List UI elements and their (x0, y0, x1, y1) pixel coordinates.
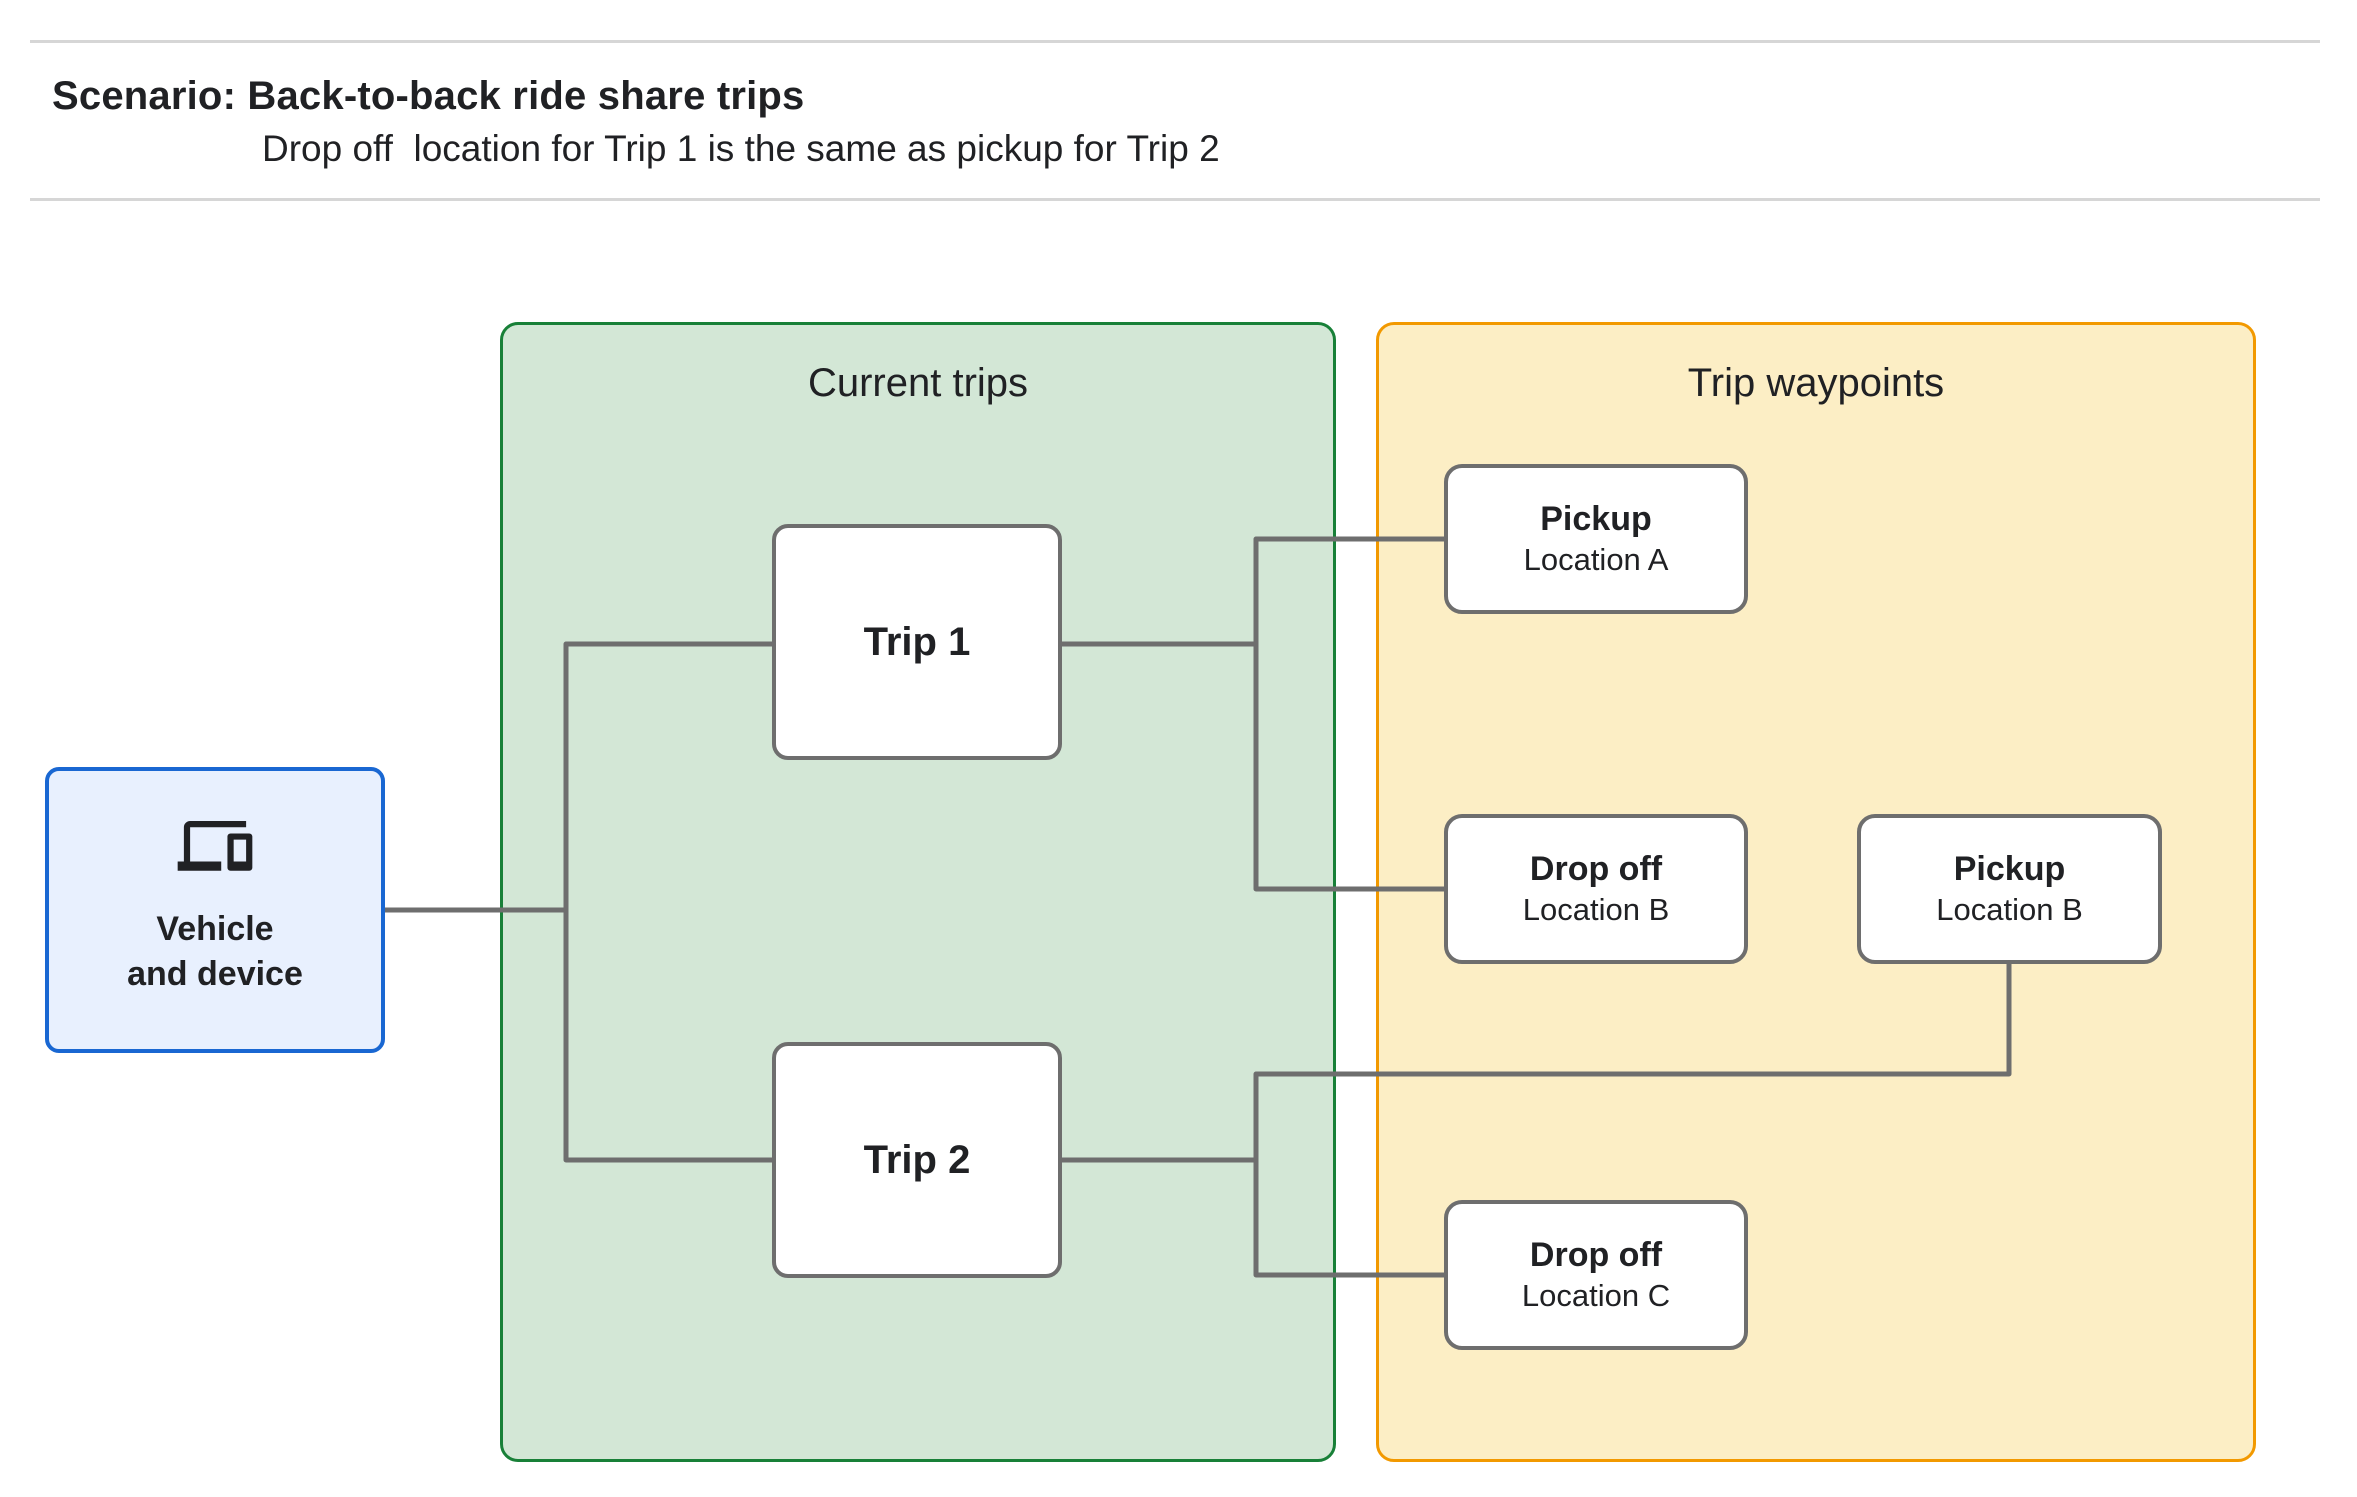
dropoff-b-title: Drop off (1529, 850, 1663, 888)
trip-waypoints-title: Trip waypoints (1687, 361, 1945, 405)
pickup-location-a-node: Pickup Location A (1444, 464, 1748, 614)
vehicle-and-device-node: Vehicle and device (45, 767, 385, 1053)
page-subtitle: Drop off location for Trip 1 is the same… (262, 128, 1220, 169)
pickup-b-title: Pickup (1953, 850, 2066, 888)
dropoff-c-location: Location C (1521, 1278, 1671, 1313)
trip1-node: Trip 1 (772, 524, 1062, 760)
pickup-b-location: Location B (1936, 892, 2083, 927)
devices-icon (175, 821, 255, 877)
pickup-location-b-node: Pickup Location B (1857, 814, 2162, 964)
header-bottom-divider (30, 198, 2320, 201)
dropoff-location-c-node: Drop off Location C (1444, 1200, 1748, 1350)
pickup-a-title: Pickup (1540, 500, 1652, 538)
dropoff-c-title: Drop off (1529, 1236, 1663, 1274)
dropoff-b-location: Location B (1522, 892, 1670, 927)
dropoff-location-b-node: Drop off Location B (1444, 814, 1748, 964)
vehicle-node-label: Vehicle and device (127, 907, 303, 997)
header-top-divider (30, 40, 2320, 43)
vehicle-label-line1: Vehicle (156, 910, 274, 948)
trip1-label: Trip 1 (863, 619, 971, 664)
page-title: Scenario: Back-to-back ride share trips (52, 74, 805, 118)
trip2-label: Trip 2 (863, 1137, 971, 1182)
current-trips-title: Current trips (807, 361, 1029, 405)
trip2-node: Trip 2 (772, 1042, 1062, 1278)
pickup-a-location: Location A (1523, 542, 1669, 577)
current-trips-panel: Current trips (500, 322, 1336, 1462)
vehicle-label-line2: and device (127, 955, 303, 993)
